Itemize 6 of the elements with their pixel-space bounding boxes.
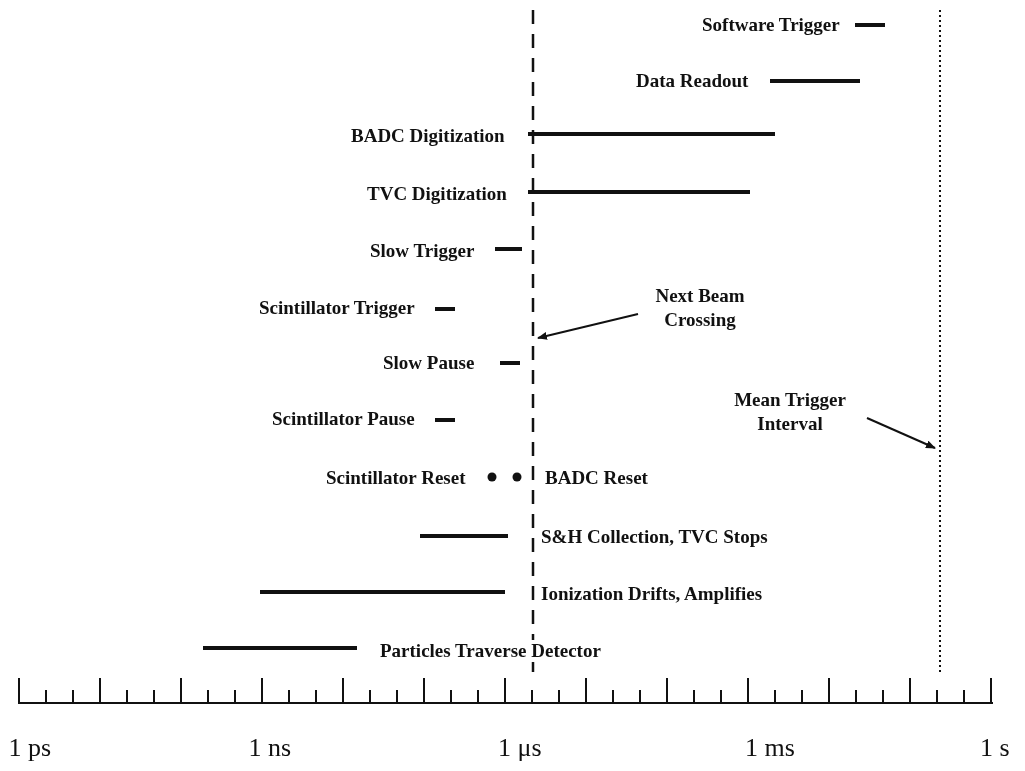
callout-text: Mean Trigger Interval <box>705 388 875 436</box>
leader-arrow <box>866 417 936 449</box>
bar-label: Particles Traverse Detector <box>380 640 601 662</box>
callout-text: Next Beam Crossing <box>630 284 770 332</box>
dotted-time-line <box>939 9 941 673</box>
leader-arrow <box>537 313 639 340</box>
